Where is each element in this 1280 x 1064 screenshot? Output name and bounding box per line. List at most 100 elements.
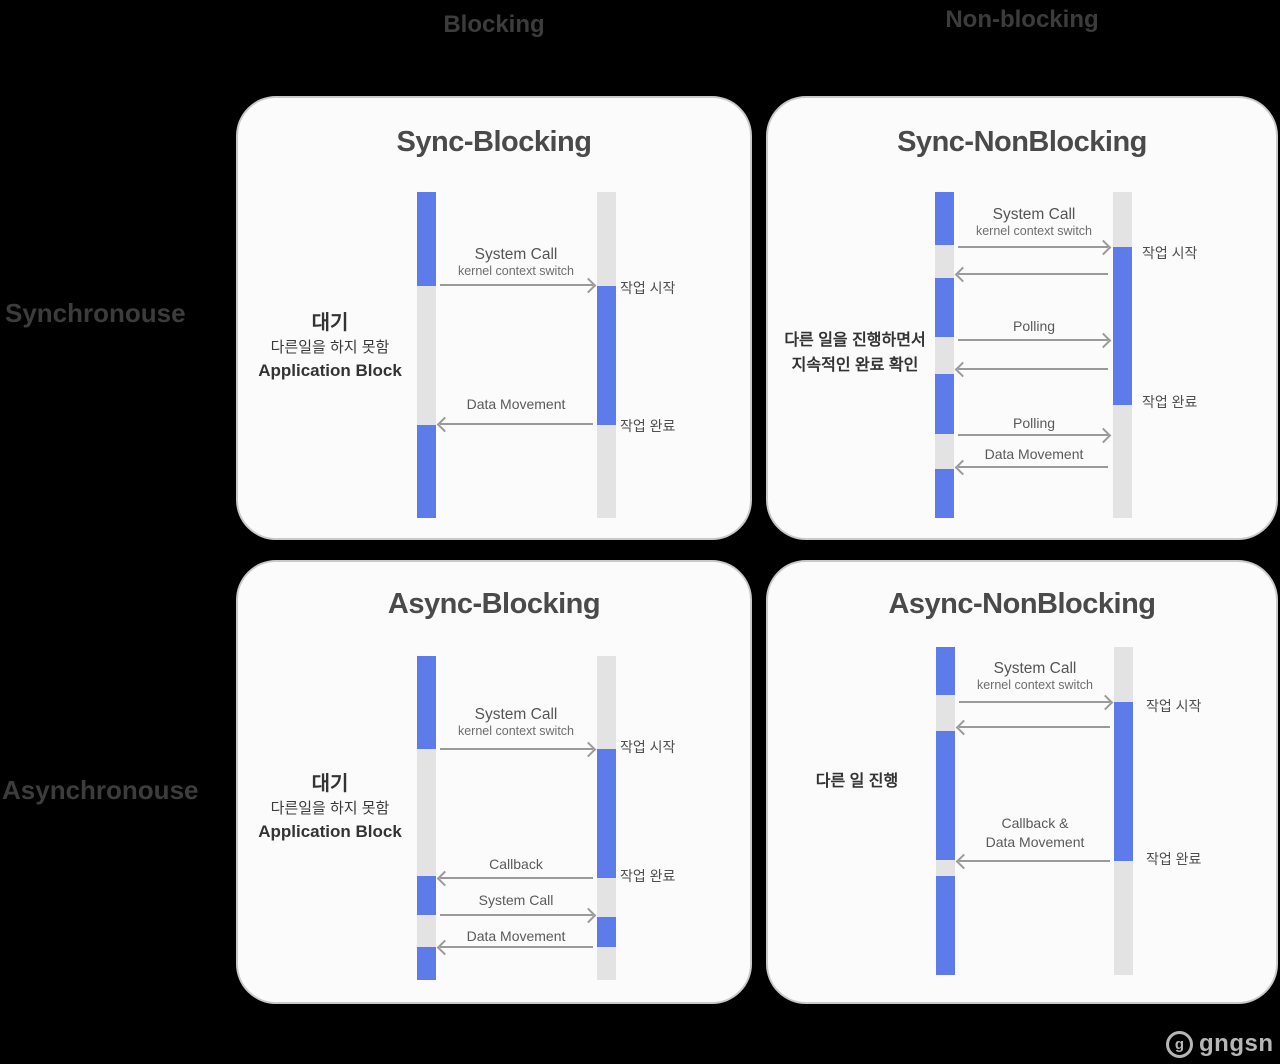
data-movement-arrow xyxy=(440,946,593,948)
callback-label-line2: Data Movement xyxy=(985,834,1085,850)
data-movement-arrow xyxy=(958,466,1108,468)
bar-segment-idle xyxy=(1113,405,1132,518)
wait-note-title: 대기 xyxy=(311,312,349,334)
work-done-label: 작업 완료 xyxy=(620,868,676,884)
system-call-label: System Call xyxy=(993,660,1077,677)
kernel-context-switch-label: kernel context switch xyxy=(457,724,575,738)
bar-segment-waiting xyxy=(935,434,954,469)
application-timeline-bar xyxy=(417,192,436,518)
bar-segment-idle xyxy=(1113,192,1132,247)
bar-segment-running xyxy=(935,192,954,245)
immediate-return-arrow xyxy=(958,273,1108,275)
wait-note-line3: Application Block xyxy=(258,361,402,380)
application-timeline-bar xyxy=(936,647,955,975)
bar-segment-running xyxy=(417,656,436,749)
polling-return-arrow xyxy=(958,368,1108,370)
polling-arrow xyxy=(958,339,1108,341)
work-done-label: 작업 완료 xyxy=(1142,394,1198,410)
row-header-asynchronous: Asynchronouse xyxy=(2,775,199,805)
wait-note-line2: 다른일을 하지 못함 xyxy=(270,339,390,356)
work-done-label: 작업 완료 xyxy=(620,418,676,434)
data-movement-label: Data Movement xyxy=(984,446,1084,462)
data-movement-arrow xyxy=(440,423,593,425)
callback-arrow xyxy=(440,877,593,879)
kernel-timeline-bar xyxy=(597,192,616,518)
system-call-arrow xyxy=(440,914,593,916)
bar-segment-idle xyxy=(597,192,616,286)
data-movement-label: Data Movement xyxy=(466,396,566,412)
system-call-arrow xyxy=(959,701,1110,703)
bar-segment-running xyxy=(935,374,954,434)
bar-segment-running xyxy=(936,876,955,975)
bar-segment-idle xyxy=(597,878,616,917)
immediate-return-arrow xyxy=(959,726,1110,728)
kernel-context-switch-label: kernel context switch xyxy=(975,224,1093,238)
callback-data-movement-label: Callback & Data Movement xyxy=(935,814,1135,852)
bar-segment-idle xyxy=(597,425,616,518)
system-call-label: System Call xyxy=(474,246,558,263)
busy-note: 다른 일을 진행하면서 지속적인 완료 확인 xyxy=(768,328,942,378)
bar-segment-running xyxy=(417,192,436,286)
bar-segment-idle xyxy=(597,947,616,980)
bar-segment-blocked xyxy=(417,915,436,947)
system-call-label: System Call xyxy=(478,892,554,908)
bar-segment-blocked xyxy=(417,286,436,425)
bar-segment-waiting xyxy=(935,337,954,374)
bar-segment-waiting xyxy=(936,860,955,876)
quadrant-title: Sync-Blocking xyxy=(396,126,592,158)
quadrant-title: Async-NonBlocking xyxy=(888,588,1156,620)
work-start-label: 작업 시작 xyxy=(620,739,676,755)
column-header-non-blocking: Non-blocking xyxy=(945,6,1099,33)
column-header-blocking: Blocking xyxy=(443,11,545,38)
system-call-label: System Call xyxy=(992,206,1076,223)
bar-segment-running xyxy=(417,425,436,518)
kernel-timeline-bar xyxy=(1113,192,1132,518)
kernel-timeline-bar xyxy=(1114,647,1133,975)
bar-segment-running xyxy=(935,278,954,337)
watermark: g gngsn xyxy=(1166,1030,1274,1058)
wait-note: 대기 다른일을 하지 못함 Application Block xyxy=(250,310,410,382)
bar-segment-blocked xyxy=(417,749,436,876)
bar-segment-working xyxy=(1113,247,1132,405)
bar-segment-running xyxy=(935,469,954,518)
bar-segment-waiting xyxy=(936,695,955,731)
row-header-synchronous: Synchronouse xyxy=(5,298,186,328)
bar-segment-working xyxy=(597,286,616,425)
callback-data-movement-arrow xyxy=(959,860,1110,862)
polling-label: Polling xyxy=(1012,415,1056,431)
work-start-label: 작업 시작 xyxy=(1146,698,1202,714)
quadrant-title: Async-Blocking xyxy=(387,588,601,620)
data-movement-label: Data Movement xyxy=(466,928,566,944)
bar-segment-running xyxy=(417,876,436,915)
quadrant-sync-nonblocking: Sync-NonBlocking 다른 일을 진행하면서 지속적인 완료 확인 … xyxy=(766,96,1278,540)
quadrant-title: Sync-NonBlocking xyxy=(897,126,1147,158)
bar-segment-waiting xyxy=(935,245,954,278)
wait-note: 대기 다른일을 하지 못함 Application Block xyxy=(250,771,410,843)
bar-segment-running xyxy=(936,647,955,695)
watermark-logo-icon: g xyxy=(1166,1030,1193,1058)
bar-segment-working xyxy=(597,917,616,947)
bar-segment-working xyxy=(1114,702,1133,861)
work-start-label: 작업 시작 xyxy=(620,280,676,296)
work-done-label: 작업 완료 xyxy=(1146,851,1202,867)
busy-note-line2: 지속적인 완료 확인 xyxy=(791,357,919,374)
system-call-arrow xyxy=(440,284,593,286)
kernel-timeline-bar xyxy=(597,656,616,980)
bar-segment-running xyxy=(417,947,436,980)
bar-segment-idle xyxy=(1114,861,1133,975)
polling-label: Polling xyxy=(1012,318,1056,334)
quadrant-async-blocking: Async-Blocking 대기 다른일을 하지 못함 Application… xyxy=(236,560,752,1004)
application-timeline-bar xyxy=(417,656,436,980)
quadrant-sync-blocking: Sync-Blocking 대기 다른일을 하지 못함 Application … xyxy=(236,96,752,540)
bar-segment-working xyxy=(597,749,616,878)
wait-note-title: 대기 xyxy=(311,773,349,795)
busy-note: 다른 일 진행 xyxy=(815,773,899,790)
system-call-arrow xyxy=(440,748,593,750)
wait-note-line3: Application Block xyxy=(258,822,402,841)
system-call-arrow xyxy=(958,246,1108,248)
kernel-context-switch-label: kernel context switch xyxy=(457,264,575,278)
bar-segment-idle xyxy=(597,656,616,749)
system-call-label: System Call xyxy=(474,706,558,723)
quadrant-async-nonblocking: Async-NonBlocking 다른 일 진행 System Call ke… xyxy=(766,560,1278,1004)
